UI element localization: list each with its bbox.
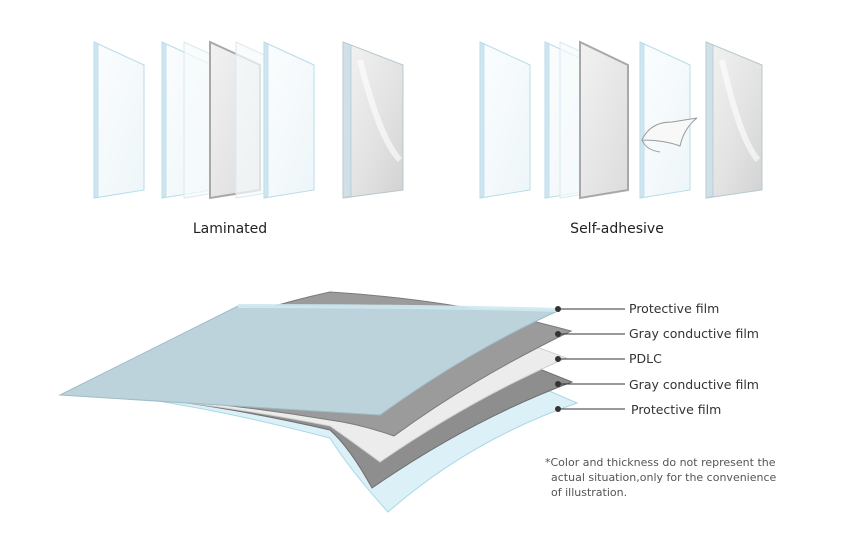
layer-label-protective-film-bottom: Protective film xyxy=(631,402,722,417)
glass-pane-icon xyxy=(479,41,531,199)
assembled-self-adhesive-glass-icon xyxy=(705,41,763,199)
layer-label-protective-film-top: Protective film xyxy=(629,301,720,316)
layer-label-pdlc: PDLC xyxy=(629,351,662,366)
glass-pane-icon xyxy=(93,41,145,199)
group-label-self-adhesive: Self-adhesive xyxy=(570,221,664,237)
self-adhesive-illustration xyxy=(479,40,763,200)
leader-lines xyxy=(558,308,625,410)
assembly-illustrations xyxy=(93,40,763,200)
disclaimer-note: *Color and thickness do not represent th… xyxy=(545,455,795,500)
laminated-illustration xyxy=(93,40,404,200)
pdlc-film-icon xyxy=(579,40,629,200)
peel-off-film-icon xyxy=(639,41,698,199)
assembled-laminated-glass-icon xyxy=(342,41,404,199)
leader-dots xyxy=(555,306,561,412)
layer-label-gray-conductive-film-lower: Gray conductive film xyxy=(629,377,759,392)
note-line: *Color and thickness do not represent th… xyxy=(545,456,776,469)
glass-pane-icon xyxy=(263,41,315,199)
group-label-laminated: Laminated xyxy=(192,221,268,237)
layer-label-gray-conductive-film-upper: Gray conductive film xyxy=(629,326,759,341)
note-line: of illustration. xyxy=(551,486,628,499)
note-line: actual situation,only for the convenienc… xyxy=(551,471,777,484)
